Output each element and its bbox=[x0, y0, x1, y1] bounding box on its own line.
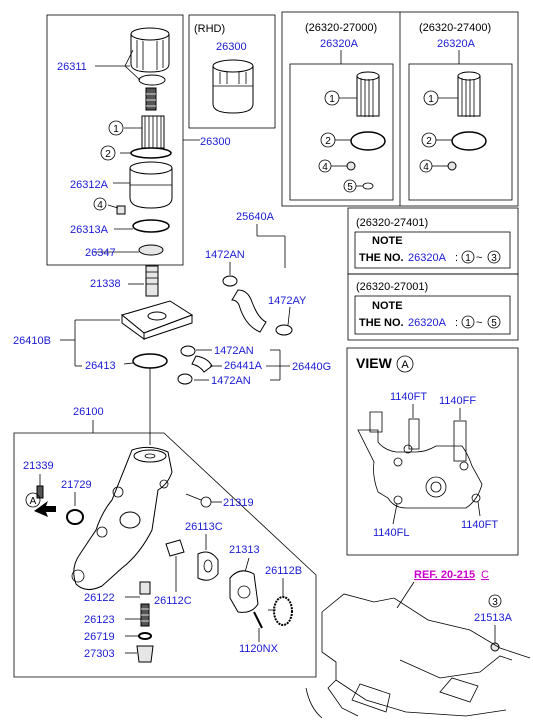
oil-pan bbox=[321, 593, 531, 717]
c27400-callout-1: 1 bbox=[428, 94, 434, 105]
view-arrow-icon bbox=[34, 501, 56, 517]
label-26719: 26719 bbox=[84, 631, 115, 643]
code-27000: (26320-27000) bbox=[305, 22, 377, 34]
code-27401: (26320-27401) bbox=[356, 217, 428, 229]
label-26112B: 26112B bbox=[265, 565, 302, 577]
oil-pump-box bbox=[13, 432, 317, 678]
note-27401: NOTE bbox=[372, 235, 403, 247]
the-no-27401: THE NO. bbox=[359, 252, 404, 264]
svg-text:~: ~ bbox=[476, 252, 482, 264]
label-26312A: 26312A bbox=[70, 179, 109, 191]
code-27400-part: 26320A bbox=[437, 38, 476, 50]
code-27400: (26320-27400) bbox=[419, 22, 491, 34]
note-part-27001: 26320A bbox=[408, 317, 447, 329]
arrow-letter: A bbox=[30, 496, 37, 507]
label-26441A: 26441A bbox=[224, 360, 263, 372]
view-label: VIEW bbox=[356, 355, 393, 371]
label-26123: 26123 bbox=[84, 614, 115, 626]
code-27000-part: 26320A bbox=[320, 38, 359, 50]
label-26311: 26311 bbox=[57, 61, 87, 73]
c27000-callout-2: 2 bbox=[325, 136, 331, 147]
label-26300: 26300 bbox=[200, 136, 231, 148]
rhd-box bbox=[188, 14, 276, 129]
note-27401-first: 1 bbox=[465, 253, 471, 264]
note-27001-last: 5 bbox=[491, 318, 497, 329]
ref-suffix[interactable]: C bbox=[481, 569, 489, 581]
note-part-27401: 26320A bbox=[408, 252, 447, 264]
label-27303: 27303 bbox=[84, 648, 115, 660]
label-21729: 21729 bbox=[61, 479, 92, 491]
label-26313A: 26313A bbox=[70, 224, 109, 236]
c27000-callout-4: 4 bbox=[322, 162, 328, 173]
svg-text::: : bbox=[455, 252, 458, 264]
label-21319: 21319 bbox=[223, 497, 254, 509]
label-1140FF: 1140FF bbox=[439, 395, 476, 407]
note-27401-last: 3 bbox=[491, 253, 497, 264]
callout-3: 3 bbox=[492, 597, 498, 608]
callout-4: 4 bbox=[97, 200, 103, 211]
svg-text::: : bbox=[455, 317, 458, 329]
note-27001: NOTE bbox=[372, 300, 403, 312]
label-21513A: 21513A bbox=[474, 612, 513, 624]
callout-1: 1 bbox=[113, 124, 119, 135]
label-1472AN-mid: 1472AN bbox=[214, 345, 254, 357]
label-21339: 21339 bbox=[23, 460, 54, 472]
callout-2: 2 bbox=[105, 149, 111, 160]
label-26440G: 26440G bbox=[292, 361, 331, 373]
label-26413: 26413 bbox=[85, 360, 116, 372]
label-26100: 26100 bbox=[73, 406, 104, 418]
label-21313: 21313 bbox=[229, 544, 260, 556]
label-26122: 26122 bbox=[84, 592, 115, 604]
code-27001: (26320-27001) bbox=[356, 281, 428, 293]
label-1120NX: 1120NX bbox=[239, 643, 279, 655]
c27000-callout-1: 1 bbox=[329, 94, 335, 105]
view-a-box bbox=[346, 347, 519, 556]
label-25640A: 25640A bbox=[236, 211, 275, 223]
svg-text:~: ~ bbox=[476, 317, 482, 329]
c27400-callout-2: 2 bbox=[426, 136, 432, 147]
note-box-27001 bbox=[347, 273, 519, 341]
label-21338: 21338 bbox=[90, 278, 121, 290]
rhd-part-label: 26300 bbox=[216, 41, 247, 53]
rhd-label: (RHD) bbox=[194, 23, 225, 35]
label-1140FT-b: 1140FT bbox=[461, 519, 498, 531]
c27400-callout-4: 4 bbox=[423, 162, 429, 173]
label-1472AY: 1472AY bbox=[268, 295, 307, 307]
label-26113C: 26113C bbox=[185, 521, 223, 533]
c27000-callout-5: 5 bbox=[347, 182, 353, 193]
label-1472AN-top: 1472AN bbox=[205, 249, 245, 261]
view-letter: A bbox=[401, 359, 409, 371]
label-26112C: 26112C bbox=[154, 595, 192, 607]
note-27001-first: 1 bbox=[465, 318, 471, 329]
label-26347: 26347 bbox=[85, 247, 116, 259]
label-1472AN-low: 1472AN bbox=[211, 375, 251, 387]
ref-link[interactable]: REF. 20-215 bbox=[414, 569, 475, 581]
label-1140FL: 1140FL bbox=[373, 527, 410, 539]
the-no-27001: THE NO. bbox=[359, 317, 404, 329]
label-1140FT-a: 1140FT bbox=[390, 391, 427, 403]
label-26410B: 26410B bbox=[13, 335, 51, 347]
